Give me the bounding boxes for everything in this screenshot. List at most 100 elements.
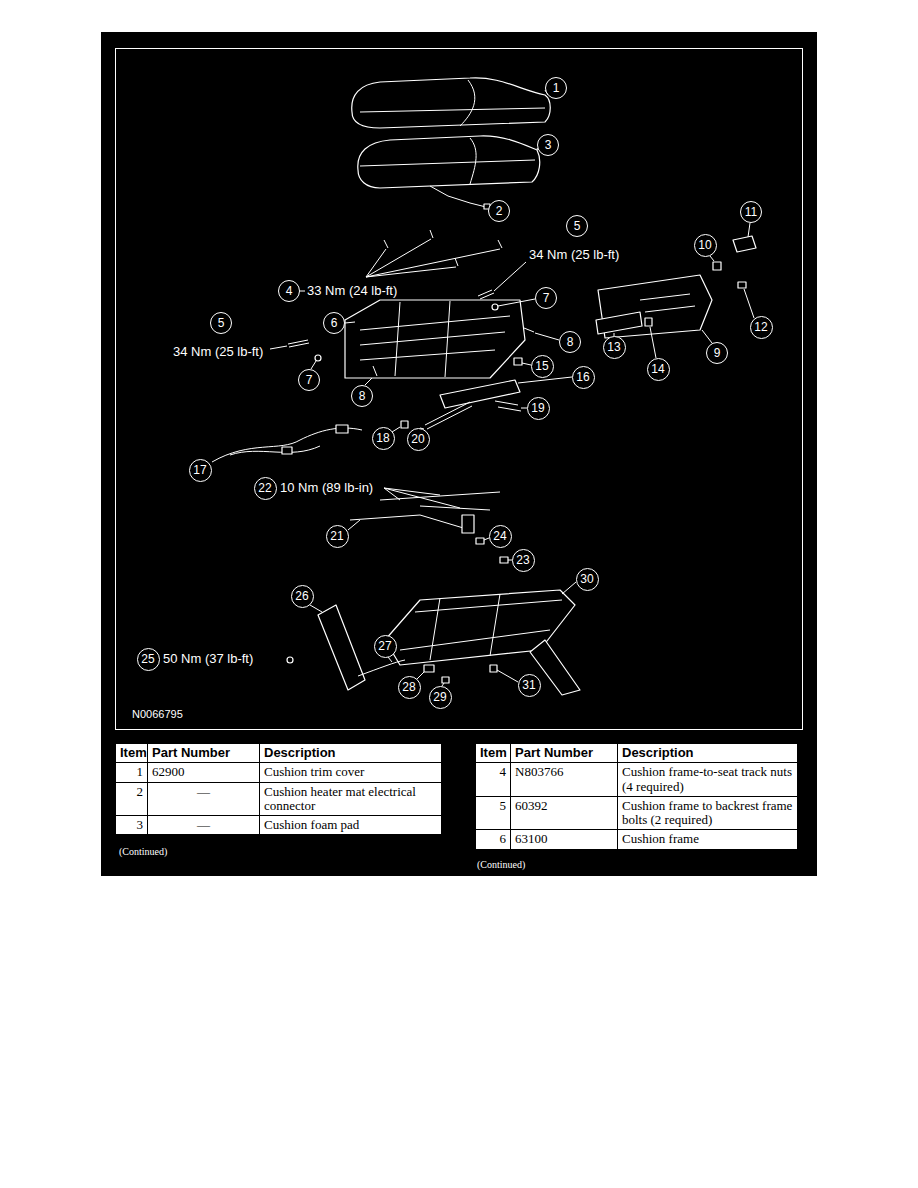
callout-number: 23 xyxy=(516,554,529,566)
table-cell: N803766 xyxy=(511,763,618,797)
callout-circle: 22 xyxy=(254,477,277,500)
table-text: — xyxy=(197,817,210,832)
callout-number: 5 xyxy=(574,220,581,232)
callout-circle: 26 xyxy=(291,585,314,608)
callout-number: 17 xyxy=(193,464,206,476)
leader-line xyxy=(744,289,754,318)
drive-rod xyxy=(425,402,472,429)
column-header: Item xyxy=(480,745,507,760)
table-text: Cushion frame xyxy=(622,831,699,846)
leader-line xyxy=(494,262,526,291)
table-text: Cushion trim cover xyxy=(264,764,364,779)
table-cell: 5 xyxy=(476,796,511,830)
table-cell: Description xyxy=(618,744,798,763)
callout-number: 16 xyxy=(576,371,589,383)
table-text: Cushion heater mat electrical connector xyxy=(264,784,416,813)
leader-line xyxy=(562,582,576,594)
callout-number: 8 xyxy=(567,336,574,348)
table-text: 2 xyxy=(137,784,144,799)
knob xyxy=(713,262,721,270)
leader-line xyxy=(522,363,531,365)
callout-number: 21 xyxy=(330,530,343,542)
buckle-wire xyxy=(358,660,405,676)
callout-circle: 9 xyxy=(706,342,728,364)
seat-belt-buckle xyxy=(318,605,365,690)
table-row: 663100Cushion frame xyxy=(476,830,798,849)
leader-line xyxy=(702,330,712,343)
table-cell: Cushion foam pad xyxy=(260,816,442,835)
callout-number: 2 xyxy=(496,205,503,217)
leader-line xyxy=(748,223,750,237)
foam-pad xyxy=(358,136,540,188)
table-text: Cushion frame to backrest frame bolts (2… xyxy=(622,798,792,827)
screw xyxy=(495,401,521,411)
callout-number: 9 xyxy=(714,347,721,359)
table-cell: 3 xyxy=(116,816,148,835)
table-text: 62900 xyxy=(152,764,185,779)
callout-circle: 2 xyxy=(488,200,510,222)
callout-circle: 5 xyxy=(210,312,232,334)
knob xyxy=(738,282,746,288)
callout-circle: 8 xyxy=(559,331,581,353)
callout-number: 19 xyxy=(531,402,544,414)
table-row: Item Part Number Description xyxy=(476,744,798,763)
clip xyxy=(500,557,508,563)
table-text: 63100 xyxy=(515,831,548,846)
callout-circle: 6 xyxy=(323,312,345,334)
frame-rib xyxy=(360,301,510,377)
washer xyxy=(315,355,321,361)
callout-number: 31 xyxy=(522,679,535,691)
leader-line xyxy=(365,378,372,385)
column-header: Part Number xyxy=(515,745,593,760)
nut xyxy=(401,421,408,428)
callout-number: 3 xyxy=(545,139,552,151)
callout-number: 26 xyxy=(295,590,308,602)
callout-number: 27 xyxy=(378,640,391,652)
leader-line xyxy=(498,299,535,306)
table-text: Cushion frame-to-seat track nuts (4 requ… xyxy=(622,764,792,793)
bolt xyxy=(287,657,293,663)
table-cell: — xyxy=(148,782,260,816)
figure-code: N0066795 xyxy=(131,708,184,720)
motor xyxy=(440,380,520,408)
leader-line xyxy=(310,605,322,612)
table-cell: Cushion frame to backrest frame bolts (2… xyxy=(618,796,798,830)
callout-circle: 18 xyxy=(372,427,395,450)
callout-circle: 15 xyxy=(531,355,554,378)
clip xyxy=(476,538,484,544)
table-cell: Cushion frame-to-seat track nuts (4 requ… xyxy=(618,763,798,797)
torque-spec: 34 Nm (25 lb-ft) xyxy=(172,345,264,359)
continued-note: (Continued) xyxy=(118,846,168,857)
switch-bezel xyxy=(596,312,642,334)
leader-line xyxy=(270,346,287,349)
table-cell: 62900 xyxy=(148,763,260,782)
callout-circle: 30 xyxy=(576,568,599,591)
callout-number: 1 xyxy=(553,82,560,94)
table-text: 3 xyxy=(137,817,144,832)
leader-line xyxy=(392,427,400,432)
table-row: 4N803766Cushion frame-to-seat track nuts… xyxy=(476,763,798,797)
table-row: 162900Cushion trim cover xyxy=(116,763,442,782)
shield-detail xyxy=(640,294,695,312)
bolt xyxy=(288,340,309,347)
column-header: Item xyxy=(120,745,147,760)
leader-line xyxy=(311,361,316,369)
foam-seam xyxy=(360,138,535,184)
cushion-frame xyxy=(345,300,525,378)
callout-circle: 29 xyxy=(429,686,452,709)
callout-circle: 1 xyxy=(545,77,567,99)
switch-knob xyxy=(733,236,756,252)
callout-circle: 31 xyxy=(518,674,541,697)
callout-circle: 7 xyxy=(535,287,557,309)
table-cell: Part Number xyxy=(511,744,618,763)
callout-circle: 14 xyxy=(647,358,670,381)
leader-line xyxy=(388,657,392,662)
callout-number: 4 xyxy=(286,285,293,297)
washer xyxy=(492,304,498,310)
leader-line xyxy=(417,672,424,679)
callout-circle: 11 xyxy=(740,201,762,223)
callout-number: 22 xyxy=(258,482,271,494)
table-text: 60392 xyxy=(515,798,548,813)
table-cell: Description xyxy=(260,744,442,763)
